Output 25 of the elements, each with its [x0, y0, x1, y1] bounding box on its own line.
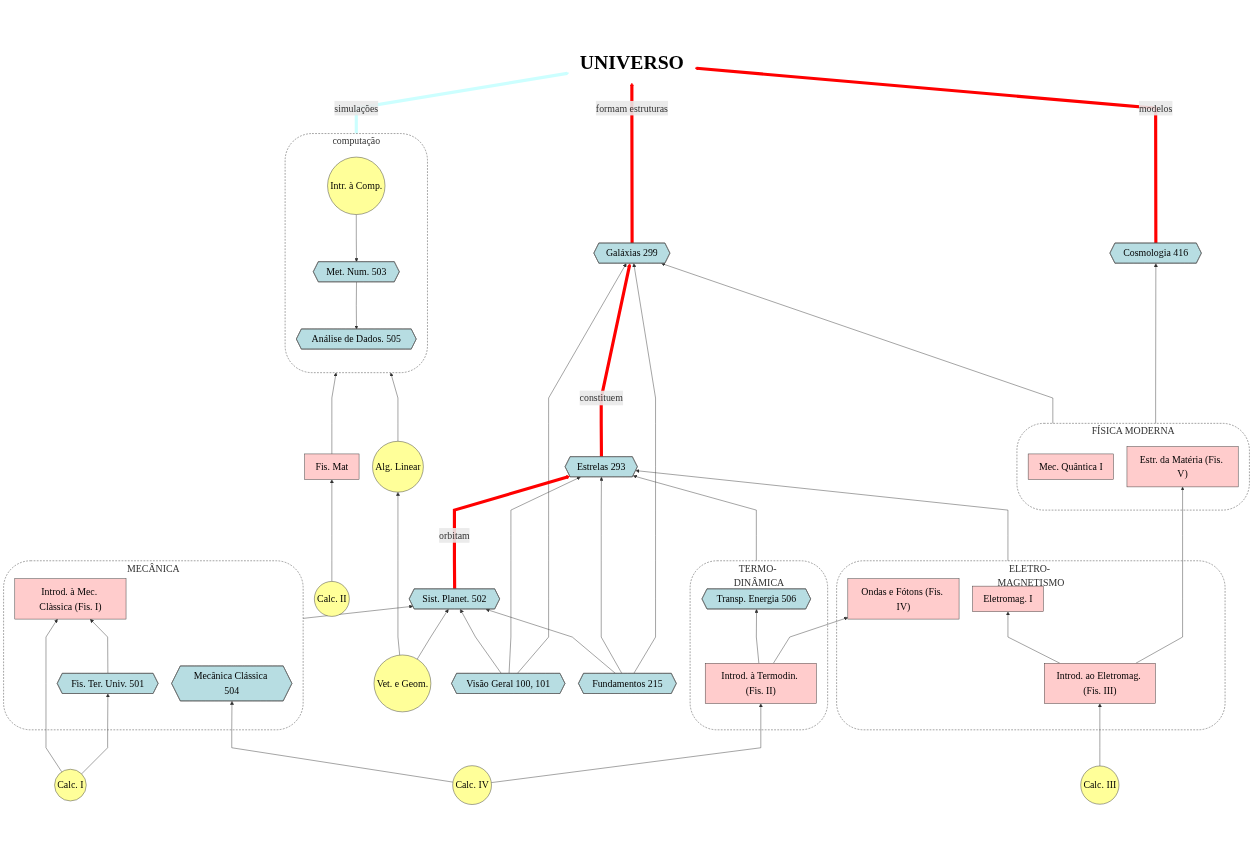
node-box: Mec. Quântica I — [1027, 453, 1114, 480]
node-text: UNIVERSO — [579, 51, 684, 74]
node-circle: Vet. e Geom. — [373, 654, 432, 713]
arrow — [629, 82, 634, 244]
edge-label: simulações — [334, 102, 379, 114]
node-circle: Calc. II — [314, 581, 350, 617]
node-box: Introd. à Mec. Clàssica (Fis. I) — [14, 578, 127, 620]
node-circle: Calc. IV — [452, 765, 492, 805]
node-box: Fis. Mat — [304, 453, 360, 480]
edge-label: constituem — [579, 392, 623, 404]
node-circle: Calc. III — [1080, 765, 1120, 805]
edge-label: formam estruturas — [595, 102, 668, 114]
edge-label: orbitam — [439, 529, 470, 542]
arrow — [452, 475, 571, 590]
node-box: Introd. à Termodin. (Fis. II) — [704, 663, 817, 704]
node-box: Estr. da Matéria (Fis. V) — [1126, 446, 1239, 488]
node-circle: Alg. Linear — [372, 441, 424, 493]
node-circle: Intr. à Comp. — [327, 156, 386, 215]
node-box: Ondas e Fótons (Fis. IV) — [847, 578, 960, 620]
arrow — [599, 263, 632, 457]
arrow — [694, 66, 1158, 244]
edge-label: modelos — [1138, 102, 1173, 114]
node-box: Eletromag. I — [972, 585, 1044, 612]
node-circle: Calc. I — [54, 769, 87, 802]
node-box: Introd. ao Eletromag. (Fis. III) — [1044, 663, 1156, 704]
